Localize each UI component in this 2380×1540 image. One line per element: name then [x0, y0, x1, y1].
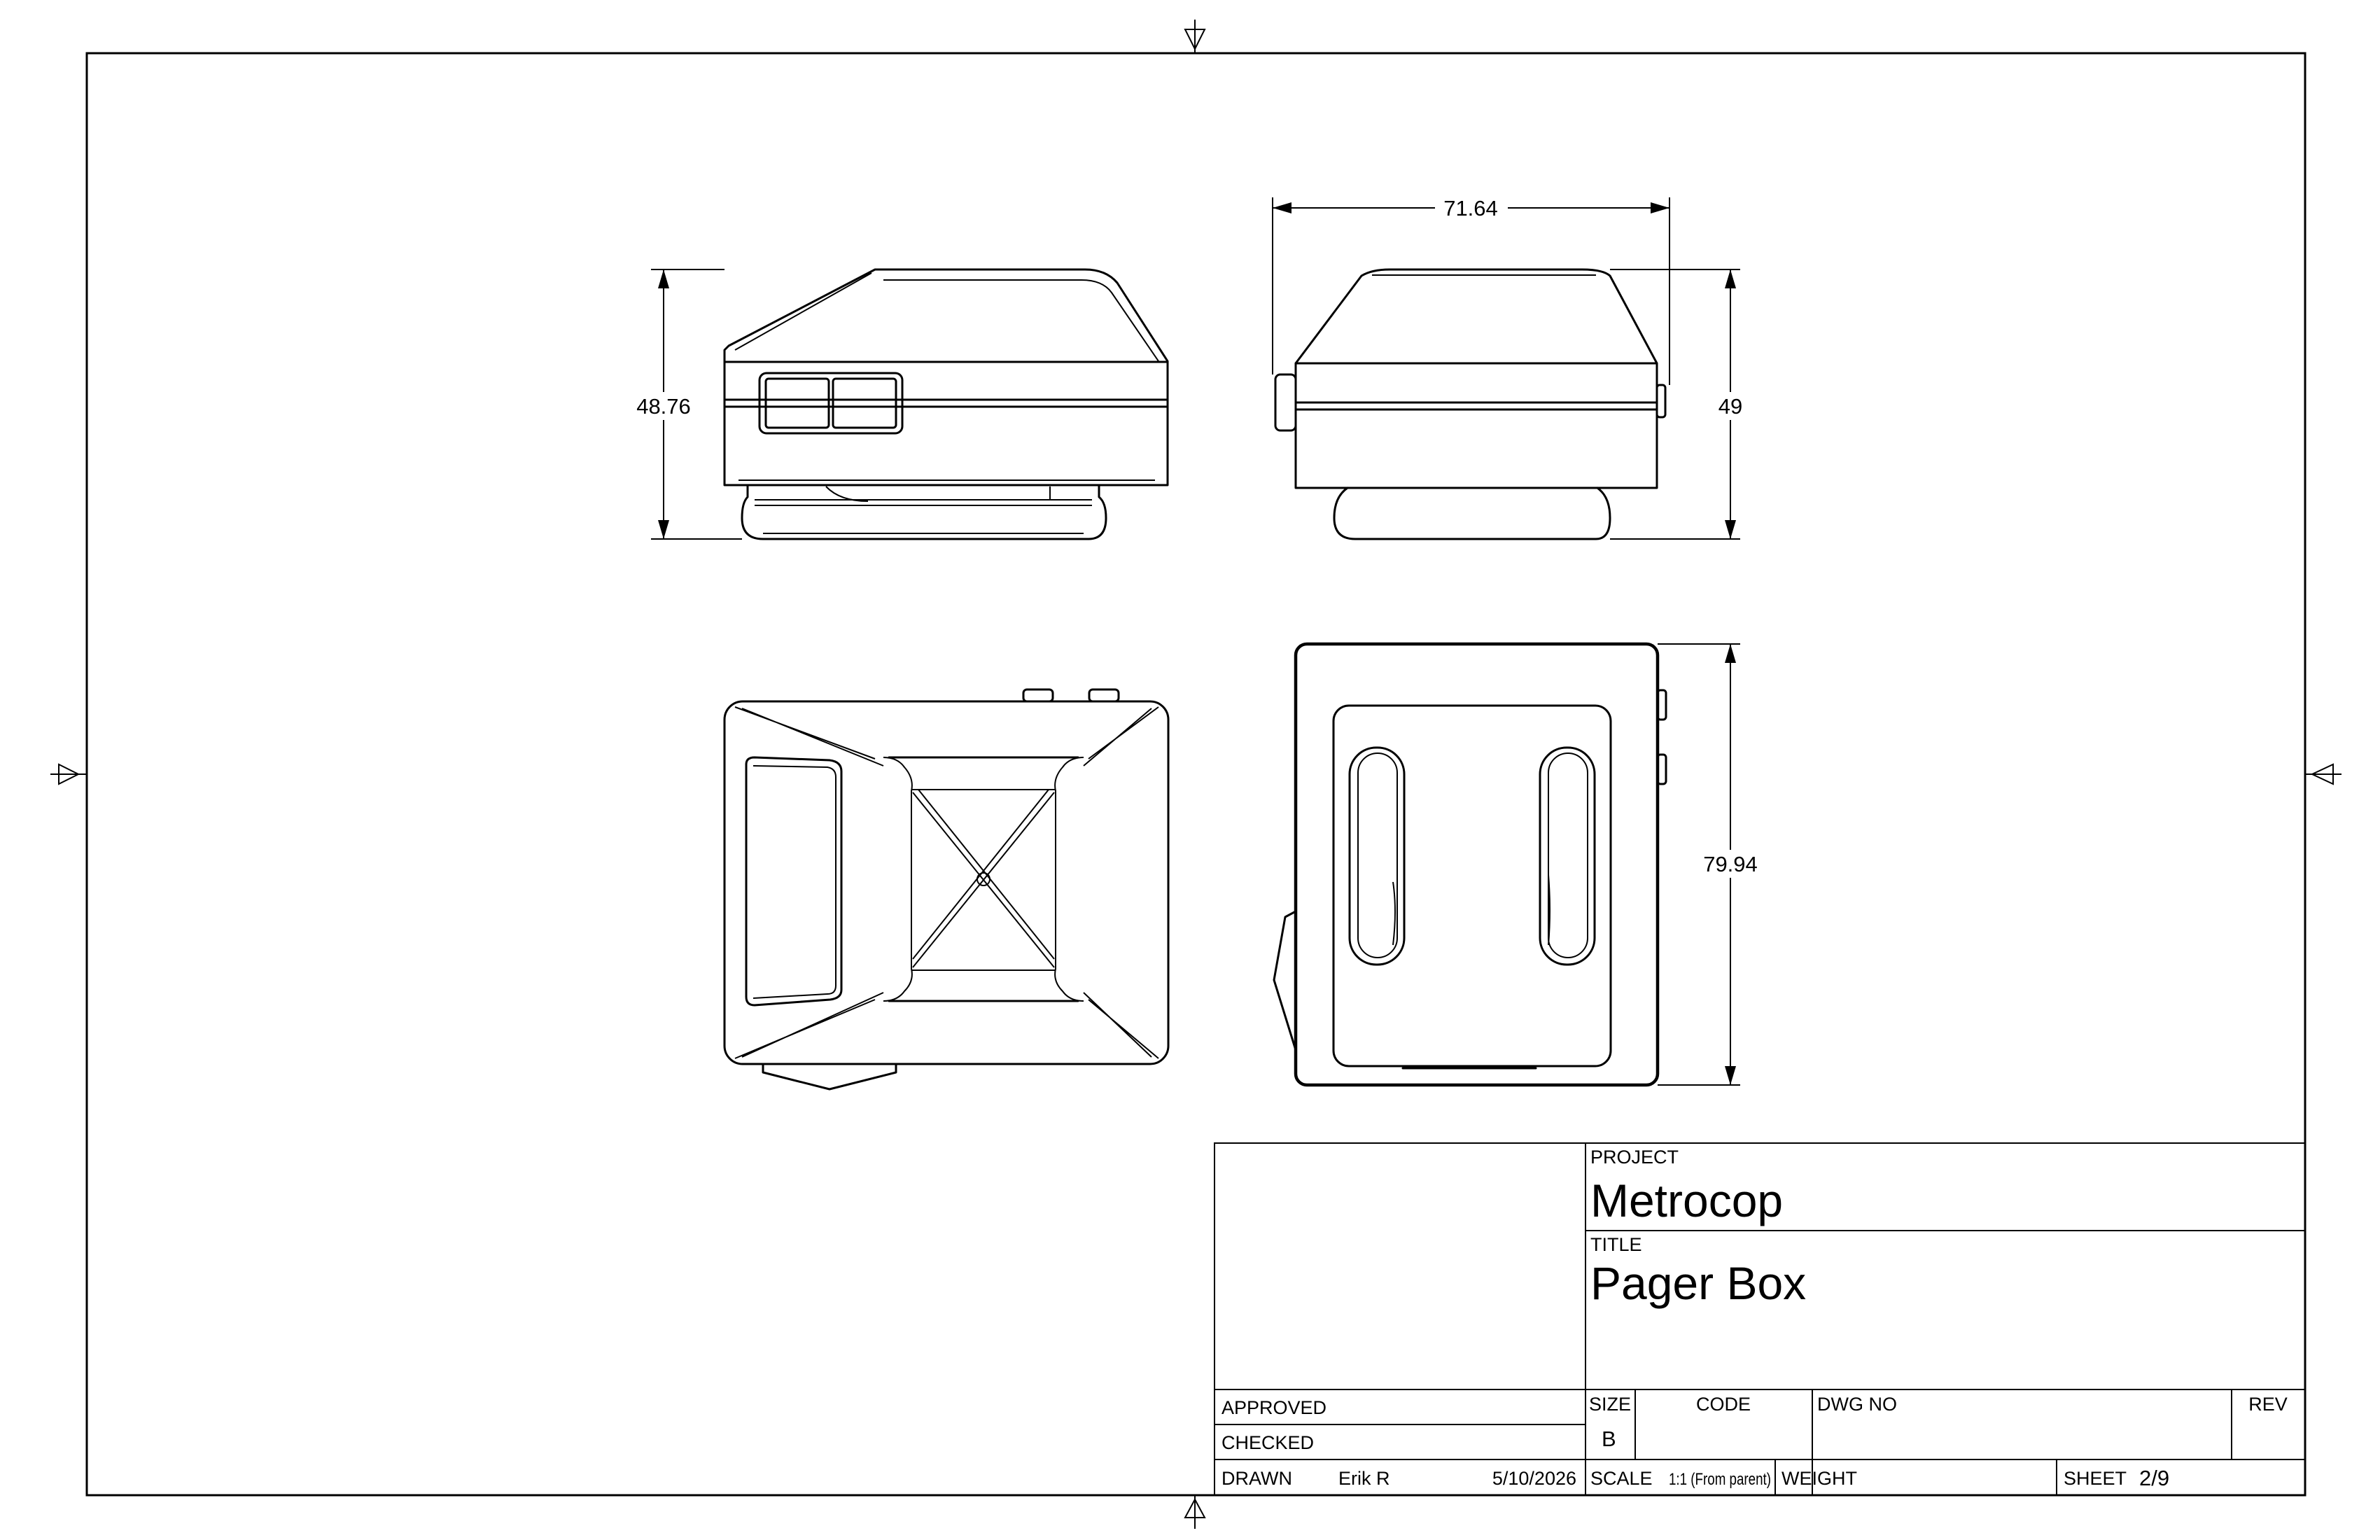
right-view [1273, 642, 1667, 1087]
dimension-front-height: 49 [1610, 269, 1753, 540]
dim-text-79-94: 79.94 [1703, 852, 1758, 876]
bottom-view [723, 688, 1170, 1091]
checked-label: CHECKED [1222, 1432, 1314, 1453]
drawn-date: 5/10/2026 [1492, 1468, 1576, 1489]
dim-text-48-76: 48.76 [636, 394, 691, 419]
sheet-border [85, 52, 2306, 1497]
approved-label: APPROVED [1222, 1397, 1326, 1418]
size-value: B [1602, 1427, 1616, 1451]
drawn-by: Erik R [1338, 1468, 1390, 1489]
centering-mark-bottom [1184, 1495, 1206, 1529]
size-label: SIZE [1589, 1394, 1631, 1415]
title-value: Pager Box [1590, 1257, 1806, 1309]
dimension-side-height: 48.76 [626, 269, 742, 540]
project-value: Metrocop [1590, 1175, 1783, 1226]
dim-text-71-64: 71.64 [1443, 196, 1498, 220]
side-view [723, 268, 1169, 540]
drawn-label: DRAWN [1222, 1468, 1292, 1489]
dim-text-49: 49 [1718, 394, 1742, 419]
centering-mark-left [50, 763, 87, 785]
weight-label: WEIGHT [1782, 1468, 1857, 1489]
dimension-front-width: 71.64 [1272, 195, 1670, 385]
title-block: PROJECT Metrocop TITLE Pager Box APPROVE… [1214, 1142, 2306, 1496]
centering-mark-right [2305, 763, 2342, 785]
title-label: TITLE [1590, 1234, 1642, 1255]
dimension-right-height: 79.94 [1658, 643, 1767, 1086]
project-label: PROJECT [1590, 1147, 1679, 1168]
centering-mark-top [1184, 20, 1206, 53]
sheet-label: SHEET [2064, 1468, 2127, 1489]
rev-label: REV [2248, 1394, 2288, 1415]
sheet-value: 2/9 [2139, 1466, 2169, 1490]
code-label: CODE [1696, 1394, 1751, 1415]
dwg-no-label: DWG NO [1817, 1394, 1897, 1415]
scale-value: 1:1 (From parent) [1669, 1470, 1771, 1489]
scale-label: SCALE [1590, 1468, 1653, 1489]
front-view [1274, 268, 1667, 540]
